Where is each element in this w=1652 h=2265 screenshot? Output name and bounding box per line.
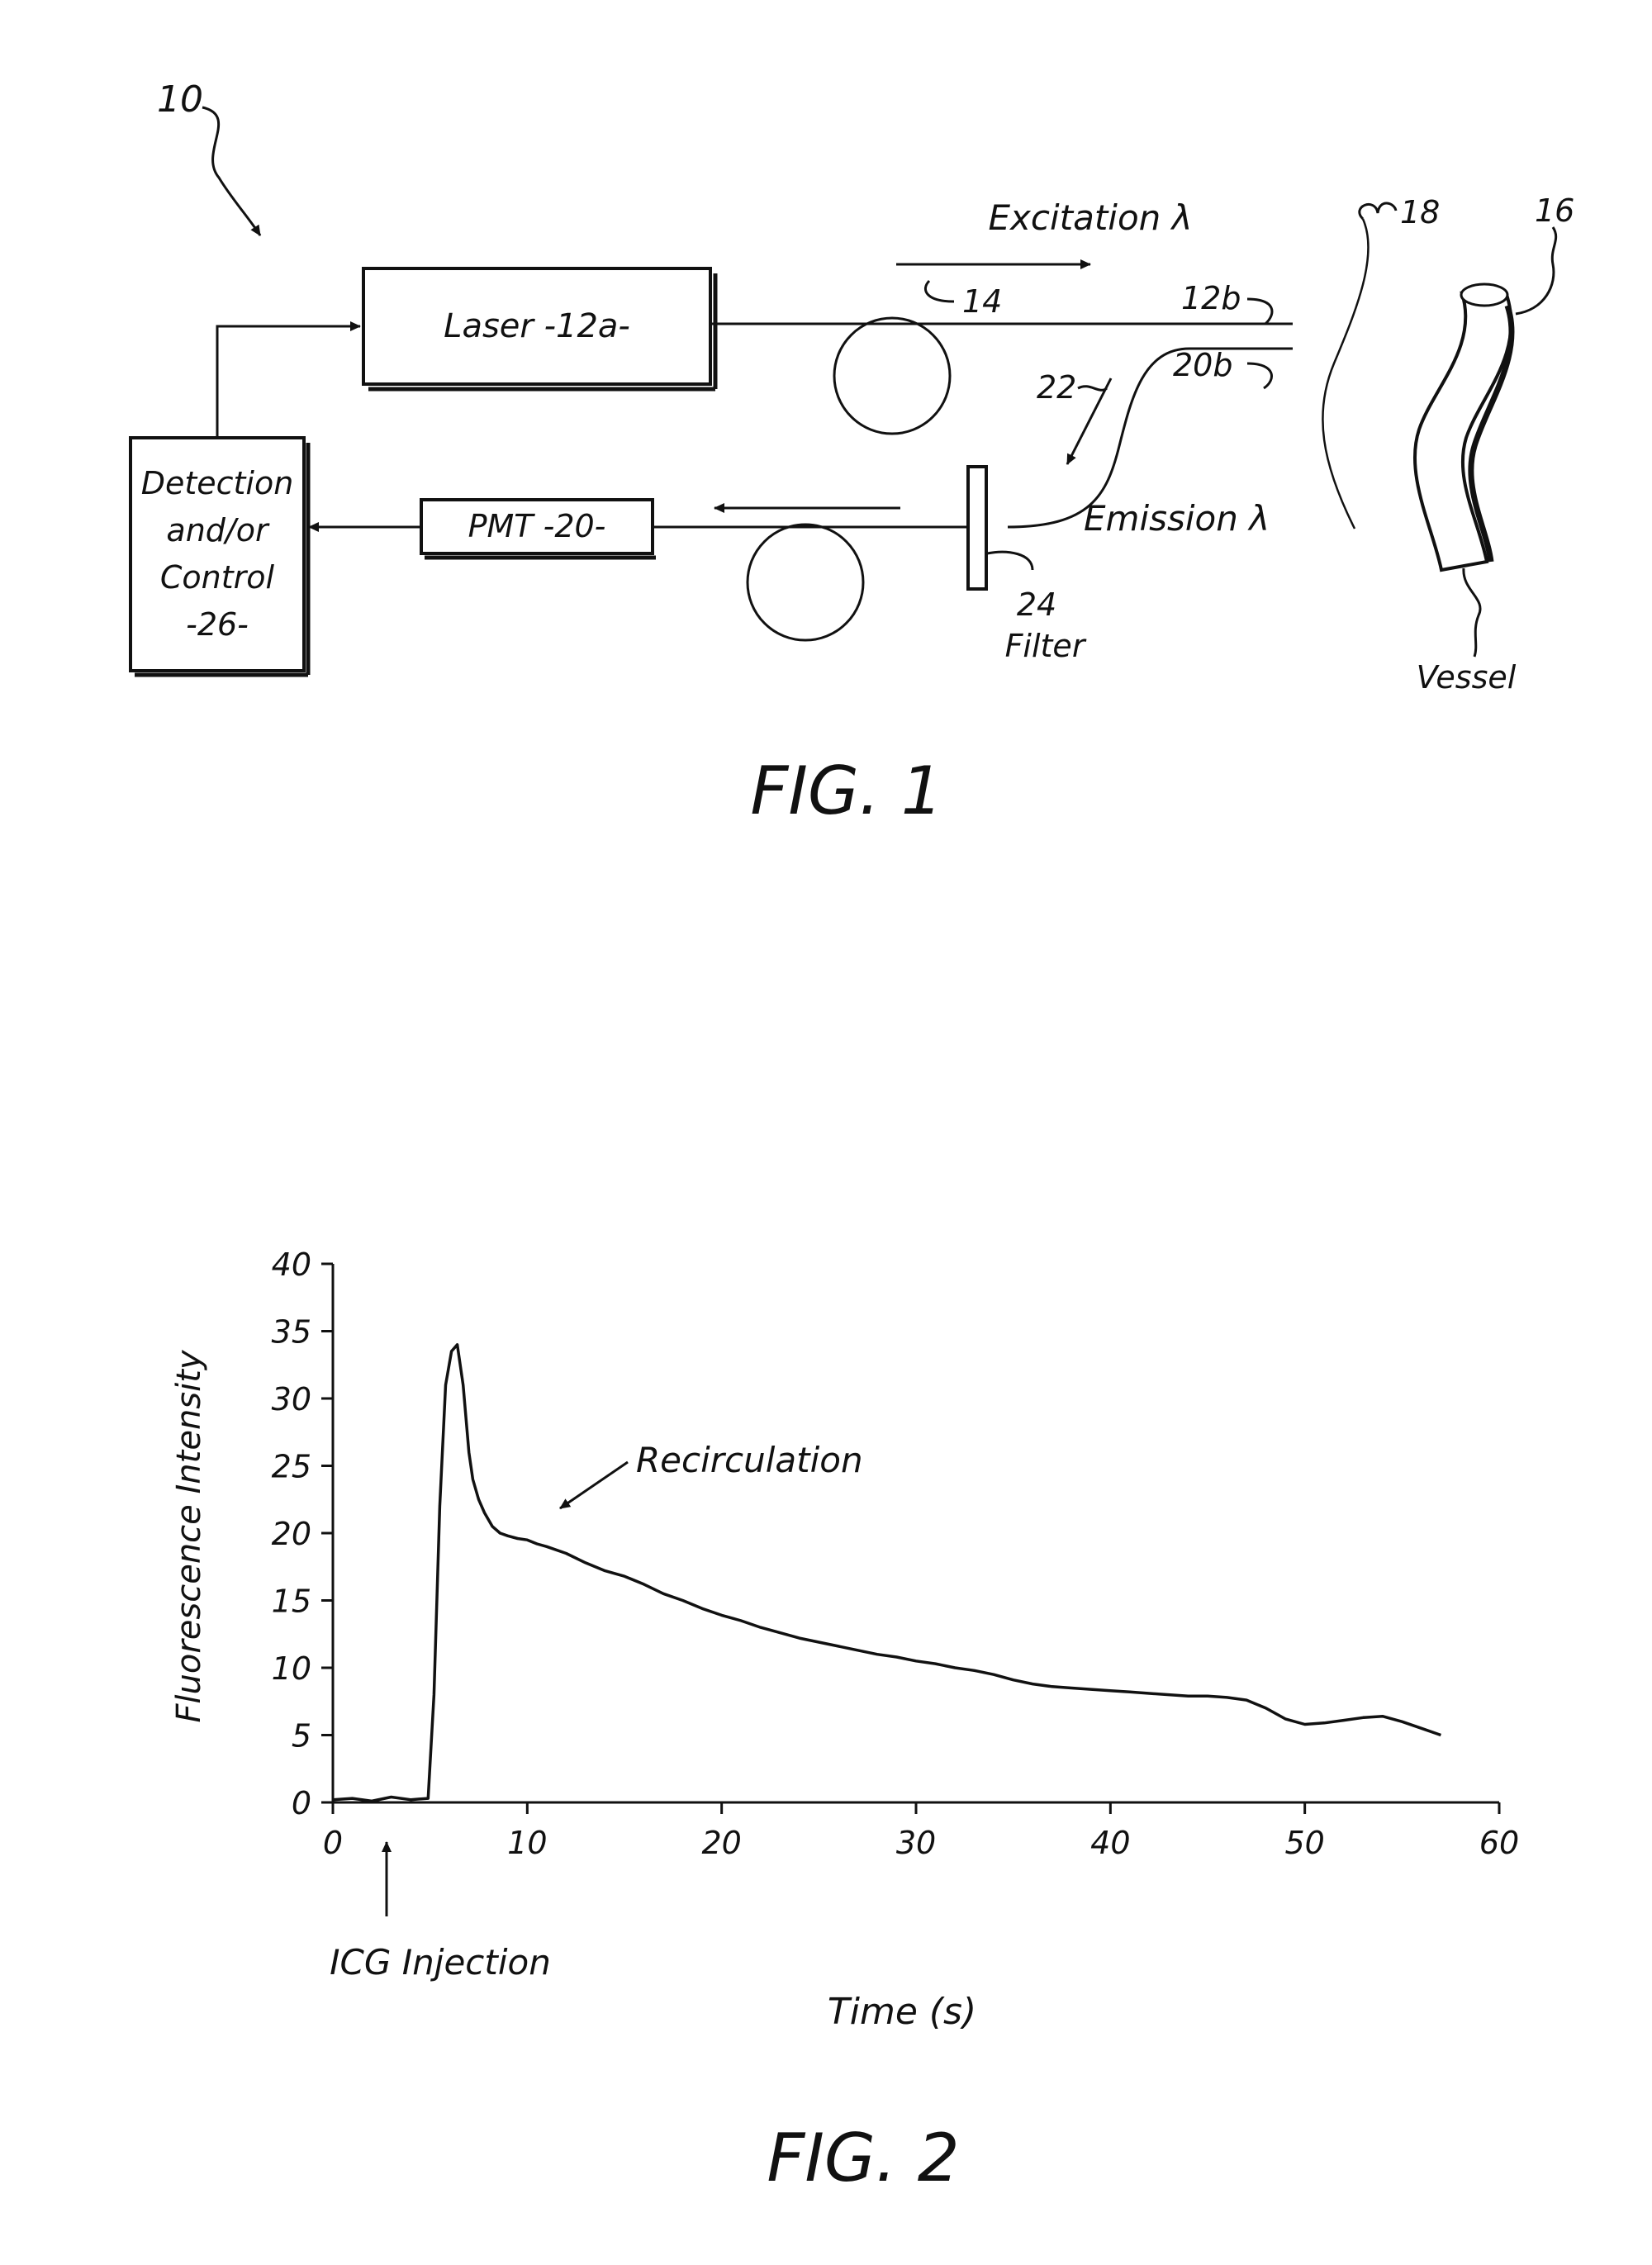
ref-18-leader — [1360, 203, 1396, 219]
ref-24-label: 24 — [1017, 586, 1056, 623]
fig2-caption: FIG. 2 — [767, 2120, 959, 2196]
series-layer — [333, 1345, 1441, 1802]
ref-16-label: 16 — [1535, 192, 1574, 229]
ref-24-leader — [987, 552, 1032, 570]
fig2-chart: 0 5 10 15 20 25 30 35 40 0 10 20 30 40 50 60 Fluoresce… — [170, 1246, 1519, 2033]
ref-18-label: 18 — [1400, 194, 1440, 230]
y-tick-label: 20 — [272, 1516, 311, 1552]
recirculation-arrow — [560, 1462, 628, 1508]
vessel-leader — [1464, 568, 1480, 657]
filter-label: Filter — [1005, 628, 1087, 664]
ref-20b-label: 20b — [1173, 347, 1232, 383]
x-tick-label: 20 — [701, 1825, 741, 1861]
laser-label: Laser -12a- — [444, 307, 630, 345]
detection-line-2: and/or — [166, 512, 270, 548]
pmt-label: PMT -20- — [468, 508, 606, 544]
detection-line-3: Control — [160, 559, 275, 596]
injection-annotation: ICG Injection — [330, 1942, 551, 1982]
vessel-opening — [1461, 284, 1507, 306]
x-tick-label: 0 — [323, 1825, 343, 1861]
y-tick-label: 10 — [272, 1650, 311, 1687]
ref-22-label: 22 — [1037, 369, 1076, 406]
excitation-fiber-coil — [834, 318, 950, 434]
tissue-boundary-line — [1322, 219, 1368, 529]
y-tick-label: 15 — [272, 1584, 311, 1620]
ref-14-leader — [925, 281, 954, 302]
x-tick-label: 30 — [896, 1825, 936, 1861]
ref-12b-leader — [1247, 299, 1272, 324]
filter-element — [968, 467, 986, 589]
x-tick-label: 10 — [507, 1825, 547, 1861]
vessel-body — [1415, 293, 1512, 570]
x-tick-label: 40 — [1090, 1825, 1130, 1861]
y-tick-label: 5 — [292, 1718, 311, 1755]
ref-16-leader — [1516, 227, 1556, 314]
y-tick-label: 40 — [272, 1246, 311, 1283]
ref-14-label: 14 — [962, 283, 1002, 320]
y-tick-label: 0 — [292, 1785, 311, 1821]
recirculation-annotation: Recirculation — [636, 1440, 863, 1480]
x-tick-label: 60 — [1479, 1825, 1519, 1861]
y-axis-label: Fluorescence Intensity — [170, 1349, 208, 1723]
y-tick-label: 25 — [272, 1449, 311, 1485]
vessel-label: Vessel — [1417, 659, 1517, 696]
fig1-diagram: 10 Laser -12a- PMT -20- Detection and/or… — [131, 78, 1574, 696]
ref-20b-leader — [1247, 363, 1272, 388]
y-ticks: 0 5 10 15 20 25 30 35 40 — [272, 1246, 333, 1821]
x-ticks: 0 10 20 30 40 50 60 — [323, 1802, 1519, 1861]
y-tick-label: 30 — [272, 1381, 311, 1417]
y-tick-label: 35 — [272, 1314, 311, 1351]
emission-fiber-coil — [748, 525, 863, 640]
ref-12b-label: 12b — [1181, 280, 1241, 316]
fig1-caption: FIG. 1 — [750, 753, 942, 829]
excitation-label: Excitation λ — [988, 197, 1192, 238]
ref-22-tick — [1078, 387, 1107, 391]
ref-10-label: 10 — [157, 78, 203, 121]
ref-10-leader-arrow — [202, 107, 260, 235]
x-tick-label: 50 — [1284, 1825, 1324, 1861]
control-arrow-to-laser — [217, 326, 360, 438]
detection-line-4: -26- — [186, 606, 249, 643]
fluorescence-series-line — [333, 1345, 1441, 1802]
detection-line-1: Detection — [141, 465, 294, 501]
emission-label: Emission λ — [1084, 498, 1270, 539]
x-axis-label: Time (s) — [828, 1991, 976, 2033]
